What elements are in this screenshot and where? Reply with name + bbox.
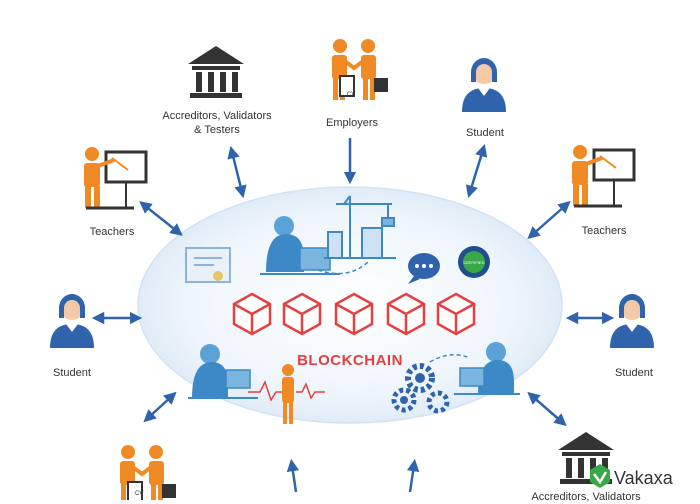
label-student-right: Student [615, 367, 653, 379]
label-student-left: Student [53, 367, 91, 379]
cube-1 [232, 292, 272, 336]
arrow-bottom-right [406, 458, 420, 493]
label-accreditors-top: Accreditors, Validators & Testers [162, 110, 272, 136]
arrow-bottom-left [286, 458, 300, 493]
cube-5 [436, 292, 476, 336]
label-teachers-left: Teachers [89, 226, 135, 238]
cube-3 [334, 292, 374, 336]
label-teachers-right: Teachers [581, 225, 627, 237]
blockchain-title: BLOCKCHAIN [297, 352, 403, 369]
student-icon-right [610, 294, 654, 348]
teacher-icon-left [82, 145, 148, 210]
laptop-user-icon-bottom-left [188, 344, 258, 399]
cube-4 [386, 292, 426, 336]
arrow-teachers-right [527, 200, 571, 240]
student-icon-left [50, 294, 94, 348]
svg-text:CERTIFIED: CERTIFIED [463, 260, 484, 265]
arrow-accreditors-top [227, 145, 247, 199]
employers-icon [330, 37, 390, 102]
laptop-user-icon-top [260, 216, 340, 275]
dashed-link-bottom [429, 354, 471, 363]
student-icon-top-right [462, 58, 506, 112]
certificate-icon [185, 247, 231, 283]
cube-2 [282, 292, 322, 336]
label-student-top-right: Student [466, 127, 504, 139]
vakaxa-logo-icon [590, 464, 610, 488]
arrow-student-top [465, 144, 488, 198]
label-employers: Employers [326, 117, 378, 129]
gears-icon [391, 363, 450, 414]
factory-crane-icon [324, 195, 396, 259]
employers-icon-bottom [118, 443, 178, 500]
arrow-teachers-left [139, 201, 183, 236]
bank-icon-top [188, 46, 244, 98]
brand-name: Vakaxa [614, 467, 673, 488]
chat-bubble-icon [408, 253, 440, 284]
laptop-user-icon-bottom-right [454, 342, 520, 395]
vakaxa-brand: Vakaxa [584, 462, 673, 494]
arrow-employers-bottom [143, 391, 177, 423]
certified-badge-icon: CERTIFIED [458, 246, 490, 278]
cv-icon-label: CV [347, 92, 355, 98]
teacher-icon-right [570, 143, 636, 208]
connection-arrows [91, 138, 615, 493]
arrow-accreditors-bottom [527, 391, 567, 427]
cv-icon-label-bottom: CV [135, 491, 143, 497]
heartbeat-body-icon [248, 364, 325, 424]
